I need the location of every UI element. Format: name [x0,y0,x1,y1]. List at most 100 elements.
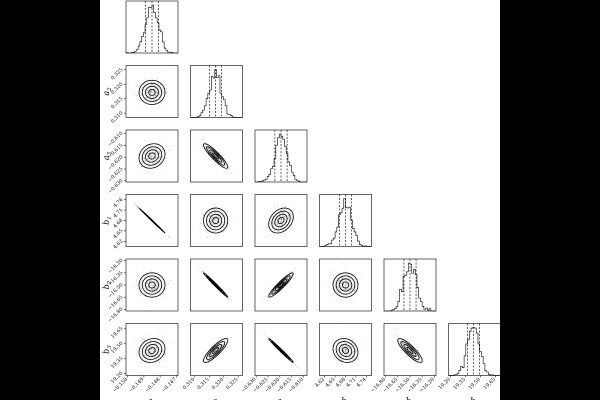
histogram-a2 [190,69,243,118]
sample-point [137,352,139,354]
sample-point [209,225,211,227]
sample-point [152,96,154,98]
sample-point [147,79,149,81]
sample-point [159,91,161,93]
sample-point [202,148,204,150]
sample-point [145,370,147,372]
sample-point [156,92,158,94]
sample-point [152,84,154,86]
sample-point [413,354,415,356]
sample-point [136,162,138,164]
sample-point [414,355,416,357]
sample-point [156,157,158,158]
sample-point [151,283,153,284]
sample-point [210,221,212,222]
sample-point [144,292,145,294]
sample-point [345,287,346,288]
sample-point [153,90,155,92]
sample-point [148,81,150,83]
sample-point [150,96,152,98]
sample-point [155,96,157,97]
sample-point [294,364,296,366]
sample-point [159,287,160,289]
sample-point [214,154,216,156]
sample-point [288,215,290,217]
sample-point [203,215,205,217]
contour-b3-b1-2 [335,341,356,360]
sample-point [148,347,150,349]
sample-point [285,206,287,207]
sample-point [154,157,156,159]
sample-point [150,351,151,353]
sample-point [211,152,212,154]
sample-point [229,167,231,168]
sample-point [269,214,271,216]
sample-point [219,346,220,348]
sample-point [221,167,223,168]
sample-point [221,162,223,164]
sample-point [211,226,212,228]
sample-point [158,157,159,158]
sample-point [144,277,146,279]
sample-point [344,284,346,285]
sample-point [205,148,207,149]
sample-point [212,151,213,153]
sample-point [144,351,145,353]
sample-point [159,362,160,363]
sample-point [152,349,154,350]
sample-point [140,288,142,289]
sample-point [207,208,209,209]
sample-point [340,337,342,338]
sample-point [201,213,203,214]
sample-point [340,346,342,348]
sample-point [155,93,156,95]
sample-point [161,142,163,144]
sample-point [280,219,282,220]
sample-point [148,287,149,289]
sample-point [228,299,230,300]
sample-point [273,216,274,217]
sample-point [237,169,238,171]
sample-point [343,283,345,285]
sample-point [164,147,166,149]
sample-point [268,293,270,295]
sample-point [145,101,147,103]
contour-b2-a3-0 [277,281,285,289]
sample-point [145,275,147,276]
sample-point [409,350,411,352]
panel-frame [190,194,243,247]
sample-point [282,209,284,210]
sample-point [413,353,415,355]
sample-point [339,285,341,287]
sample-point [156,90,158,92]
sample-point [230,345,231,347]
sample-point [215,350,217,352]
panel-a3-a2 [190,129,243,183]
sample-point [147,159,148,160]
sample-point [276,220,278,222]
sample-point [136,278,137,279]
sample-point [395,338,397,339]
contour-b1-a2-0 [212,216,220,225]
sample-point [222,344,224,345]
sample-point [154,152,156,154]
sample-point [280,227,282,229]
sample-point [208,216,210,218]
y-tick-label-b3: 19.65 [110,326,124,340]
sample-point [339,353,340,355]
sample-point [214,221,215,223]
contour-b3-a3-3 [268,338,294,363]
sample-point [217,215,219,217]
sample-point [276,218,278,220]
sample-point [150,90,151,92]
sample-point [228,167,229,169]
sample-point [292,270,293,272]
sample-point [213,230,215,232]
sample-point [341,288,343,290]
sample-point [143,338,145,340]
sample-point [345,349,347,350]
sample-point [160,154,161,156]
sample-point [207,147,209,149]
sample-point [162,92,164,94]
